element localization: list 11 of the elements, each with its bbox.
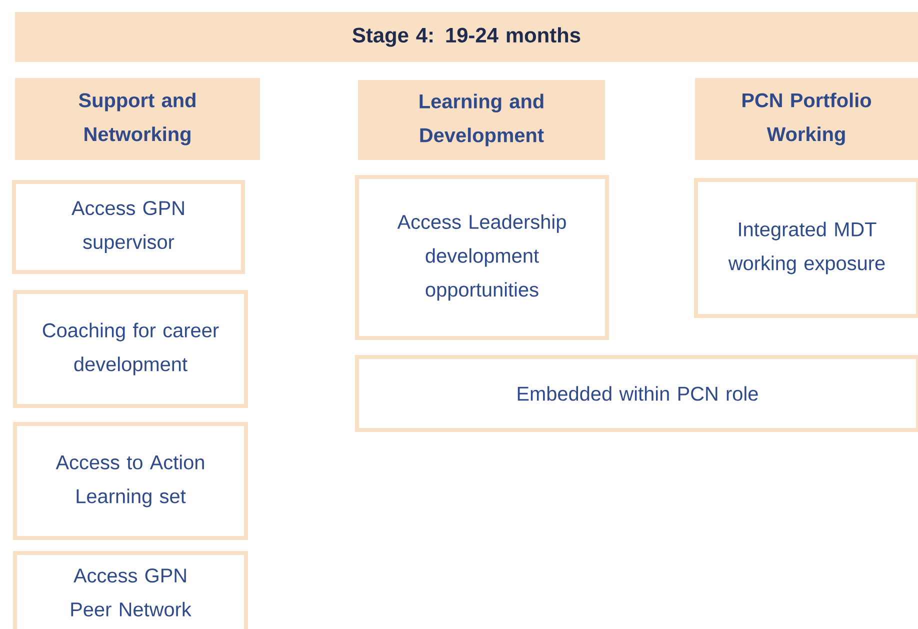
activity-box: Integrated MDT working exposure	[694, 178, 918, 318]
activity-box: Coaching for career development	[13, 290, 248, 408]
title-band: Stage 4: 19-24 months	[15, 12, 918, 62]
column-heading: PCN Portfolio Working	[695, 78, 918, 160]
activity-box: Access GPN supervisor	[12, 180, 245, 274]
activity-box: Access GPN Peer Network	[13, 551, 248, 629]
column-heading: Learning and Development	[358, 80, 605, 160]
activity-box: Access Leadership development opportunities	[355, 175, 609, 340]
column-heading: Support and Networking	[15, 78, 260, 160]
activity-box: Access to Action Learning set	[13, 422, 248, 540]
activity-box: Embedded within PCN role	[355, 355, 918, 432]
